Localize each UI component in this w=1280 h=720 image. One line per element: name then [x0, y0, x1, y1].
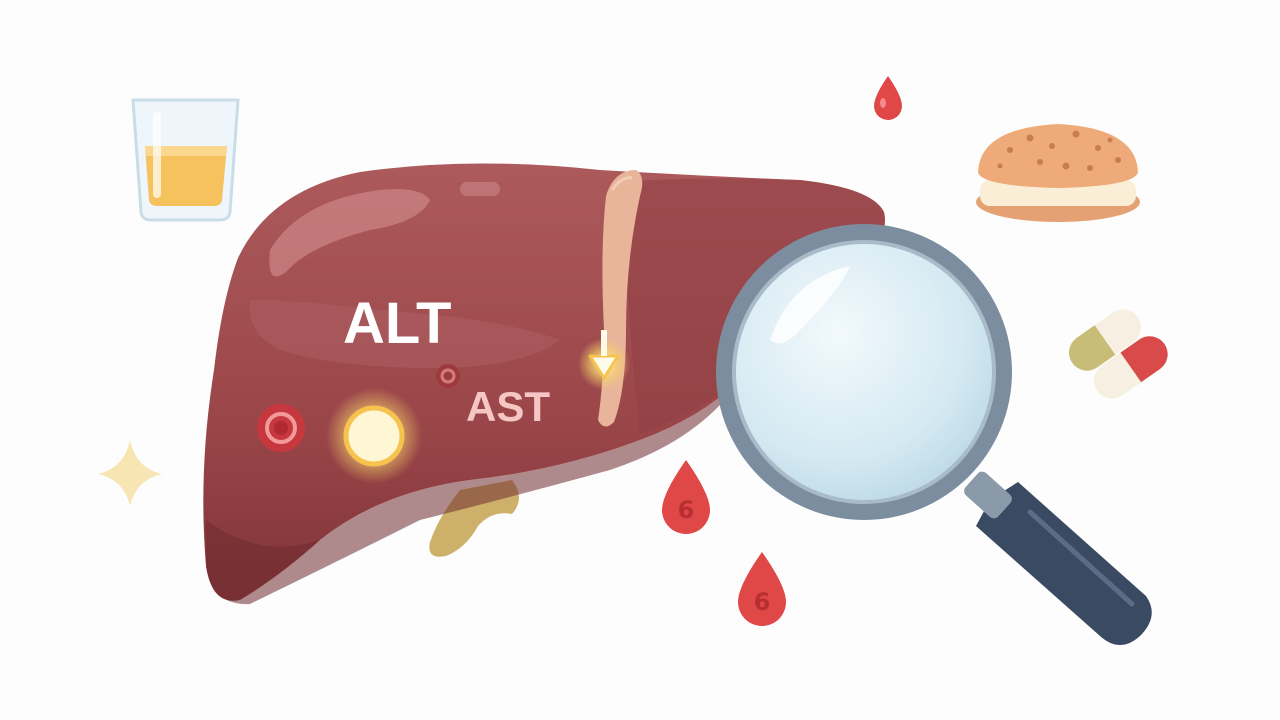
cookie-sandwich-icon — [976, 124, 1140, 222]
blood-drop-icon — [874, 76, 902, 120]
inflammation-marker — [436, 364, 460, 388]
ast-label: AST — [466, 383, 550, 430]
juice-glass-icon — [131, 98, 240, 222]
down-arrow-icon — [578, 330, 630, 390]
capsule-pill-icon — [1068, 309, 1168, 399]
sparkle-icon — [98, 440, 162, 506]
blood-drop-icon: 6 — [662, 460, 710, 534]
drop-number: 6 — [754, 588, 771, 616]
drop-number: 6 — [678, 496, 695, 524]
blood-drop-icon: 6 — [738, 552, 786, 626]
alt-label: ALT — [343, 291, 451, 356]
inflammation-marker — [257, 404, 305, 452]
magnifying-glass-icon — [716, 224, 1152, 645]
enzyme-glow-marker — [326, 388, 422, 484]
